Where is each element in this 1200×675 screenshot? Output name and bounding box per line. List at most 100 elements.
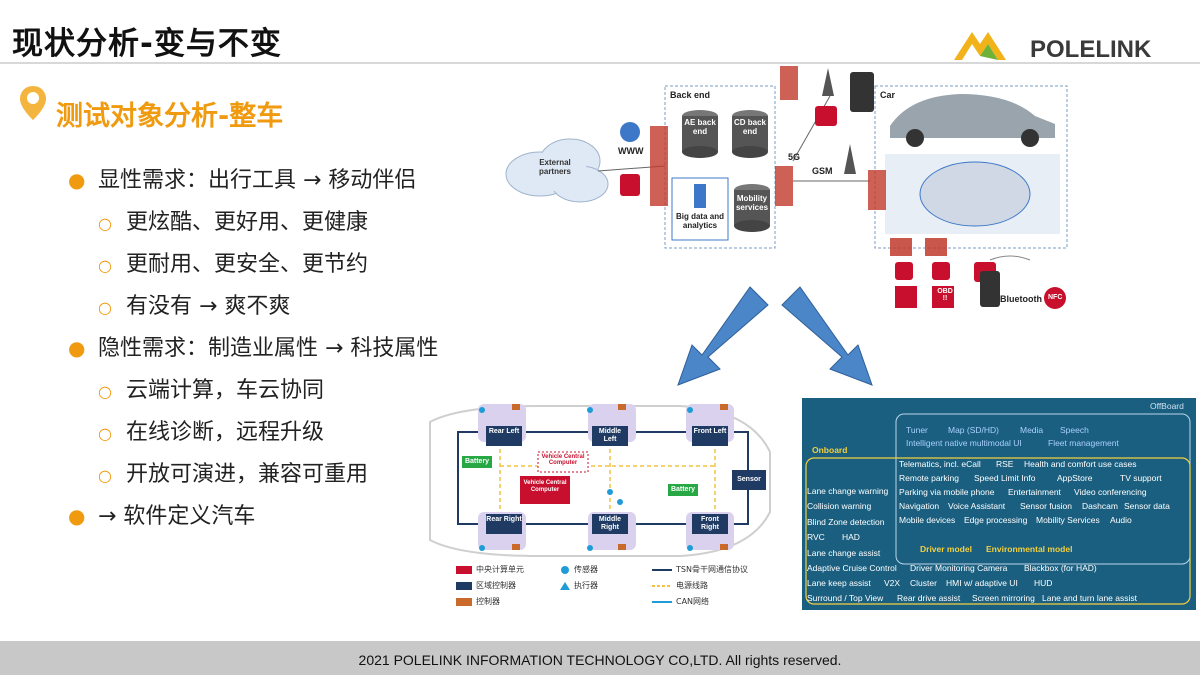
zone-middle-left: Middle Left [598, 428, 622, 443]
antenna-icon [822, 68, 834, 96]
legend-item: 控制器 [476, 597, 500, 606]
legend-item: CAN网络 [676, 597, 710, 606]
feature-tag: RSE [996, 459, 1014, 469]
antenna-icon [844, 144, 856, 174]
lock-icon [620, 174, 640, 196]
feature-tag: Cluster [910, 578, 937, 588]
feature-tag: RVC [807, 532, 825, 542]
feature-tag: Map (SD/HD) [948, 425, 1000, 435]
bullet-item: ●隐性需求：制造业属性 → 科技属性 [68, 336, 439, 361]
model-tag: Driver model [920, 544, 972, 554]
bullet-item: ●→ 软件定义汽车 [68, 504, 256, 529]
mobility-services-label: Mobility services [735, 194, 769, 212]
circle-bullet-icon: ○ [98, 466, 112, 485]
zone-rear-right: Rear Right [486, 516, 522, 523]
feature-tag: HMI w/ adaptive UI [946, 578, 1018, 588]
phone-icon [850, 72, 874, 112]
vcc-outline-label: Vehicle Central Computer [541, 454, 585, 466]
legend-item: 电源线路 [676, 581, 708, 590]
arrow-down-right-icon [781, 286, 873, 386]
feature-tag: Mobile devices [899, 515, 956, 525]
nfc-label: NFC [1048, 294, 1063, 301]
vcc-label: Vehicle Central Computer [523, 480, 567, 493]
feature-tag: Dashcam [1082, 501, 1118, 511]
sub-bullet-item: ○有没有 → 爽不爽 [98, 294, 291, 319]
legend-item: 传感器 [574, 565, 598, 574]
feature-tag: Speed Limit Info [974, 473, 1036, 483]
feature-tag: HAD [842, 532, 860, 542]
phone-icon [980, 271, 1000, 307]
feature-tag: Lane keep assist [807, 578, 871, 588]
big-data-label: Big data and analytics [675, 212, 724, 230]
www-label: WWW [618, 146, 644, 156]
sub-bullet-item: ○更耐用、更安全、更节约 [98, 252, 369, 277]
circle-bullet-icon: ○ [98, 214, 112, 233]
sub-bullet-item: ○更炫酷、更好用、更健康 [98, 210, 369, 235]
feature-tag: Lane change assist [807, 548, 881, 558]
arrows-graphic [677, 286, 873, 386]
feature-tag: Remote parking [899, 473, 960, 483]
feature-tag: Mobility Services [1036, 515, 1100, 525]
model-tag: Environmental model [986, 544, 1073, 554]
feature-tag: Intelligent native multimodal UI [906, 438, 1022, 448]
feature-tag: Entertainment [1008, 487, 1061, 497]
feature-tag: Edge processing [964, 515, 1028, 525]
feature-tag: Fleet management [1048, 438, 1119, 448]
obd-label: OBD !! [937, 288, 953, 302]
circle-bullet-icon: ○ [98, 298, 112, 317]
location-pin-icon [20, 86, 46, 120]
feature-tag: Navigation [899, 501, 940, 511]
globe-icon [620, 122, 640, 142]
feature-tag: AppStore [1057, 473, 1093, 483]
offboard-label: OffBoard [1150, 401, 1184, 411]
section-title: 测试对象分析-整车 [56, 101, 284, 132]
cd-backend-label: CD back end [733, 118, 766, 136]
battery-right: Battery [670, 486, 696, 493]
feature-tag: Driver Monitoring Camera [910, 563, 1008, 573]
nfc-icon [1044, 287, 1066, 309]
circle-bullet-icon: ○ [98, 382, 112, 401]
feature-tag: HUD [1034, 578, 1053, 588]
feature-tag: Adaptive Cruise Control [807, 563, 897, 573]
firewall-icon [650, 126, 668, 206]
sensor-box: Sensor [737, 476, 761, 483]
external-partners-label: External partners [538, 158, 571, 176]
gsm-label: GSM [812, 166, 833, 176]
network-graphic [505, 66, 1068, 309]
header-divider [0, 62, 1200, 64]
logo-text: POLELINK [1030, 36, 1152, 63]
zone-rear-left: Rear Left [488, 428, 520, 435]
legend-item: 执行器 [574, 581, 598, 590]
feature-tag: TV support [1120, 473, 1162, 483]
feature-tag: Sensor fusion [1020, 501, 1072, 511]
zone-front-right: Front Right [701, 516, 719, 531]
circle-bullet-icon: ○ [98, 256, 112, 275]
legend-item: TSN骨干网通信协议 [676, 565, 748, 574]
server-icon [694, 184, 706, 208]
page-title: 现状分析-变与不变 [12, 26, 282, 62]
ae-backend-label: AE back end [684, 118, 716, 136]
feature-tag: Rear drive assist [897, 593, 961, 603]
feature-tag: Collision warning [807, 501, 872, 511]
bullet-dot-icon: ● [68, 504, 86, 528]
feature-tag: Audio [1110, 515, 1132, 525]
legend-item: 区域控制器 [476, 581, 516, 590]
arrow-down-left-icon [677, 286, 769, 386]
sub-bullet-item: ○在线诊断，远程升级 [98, 420, 325, 445]
feature-tag: Lane change warning [807, 486, 889, 496]
car-image [890, 94, 1055, 138]
feature-tag: Blind Zone detection [807, 517, 885, 527]
feature-tag: Sensor data [1124, 501, 1170, 511]
onboard-label: Onboard [812, 445, 848, 455]
connected-car-diagram: Back end Car External partners WWW AE ba… [470, 66, 1080, 311]
feature-tag: Tuner [906, 425, 928, 435]
circle-bullet-icon: ○ [98, 424, 112, 443]
feature-tag: Parking via mobile phone [899, 487, 995, 497]
bullet-dot-icon: ● [68, 336, 86, 360]
car-label: Car [880, 90, 896, 100]
feature-tag: Media [1020, 425, 1044, 435]
legend-item: 中央计算单元 [476, 565, 524, 574]
bullet-item: ●显性需求：出行工具 → 移动伴侣 [68, 168, 417, 193]
zone-front-left: Front Left [693, 428, 727, 435]
polelink-logo-icon [954, 32, 1006, 60]
